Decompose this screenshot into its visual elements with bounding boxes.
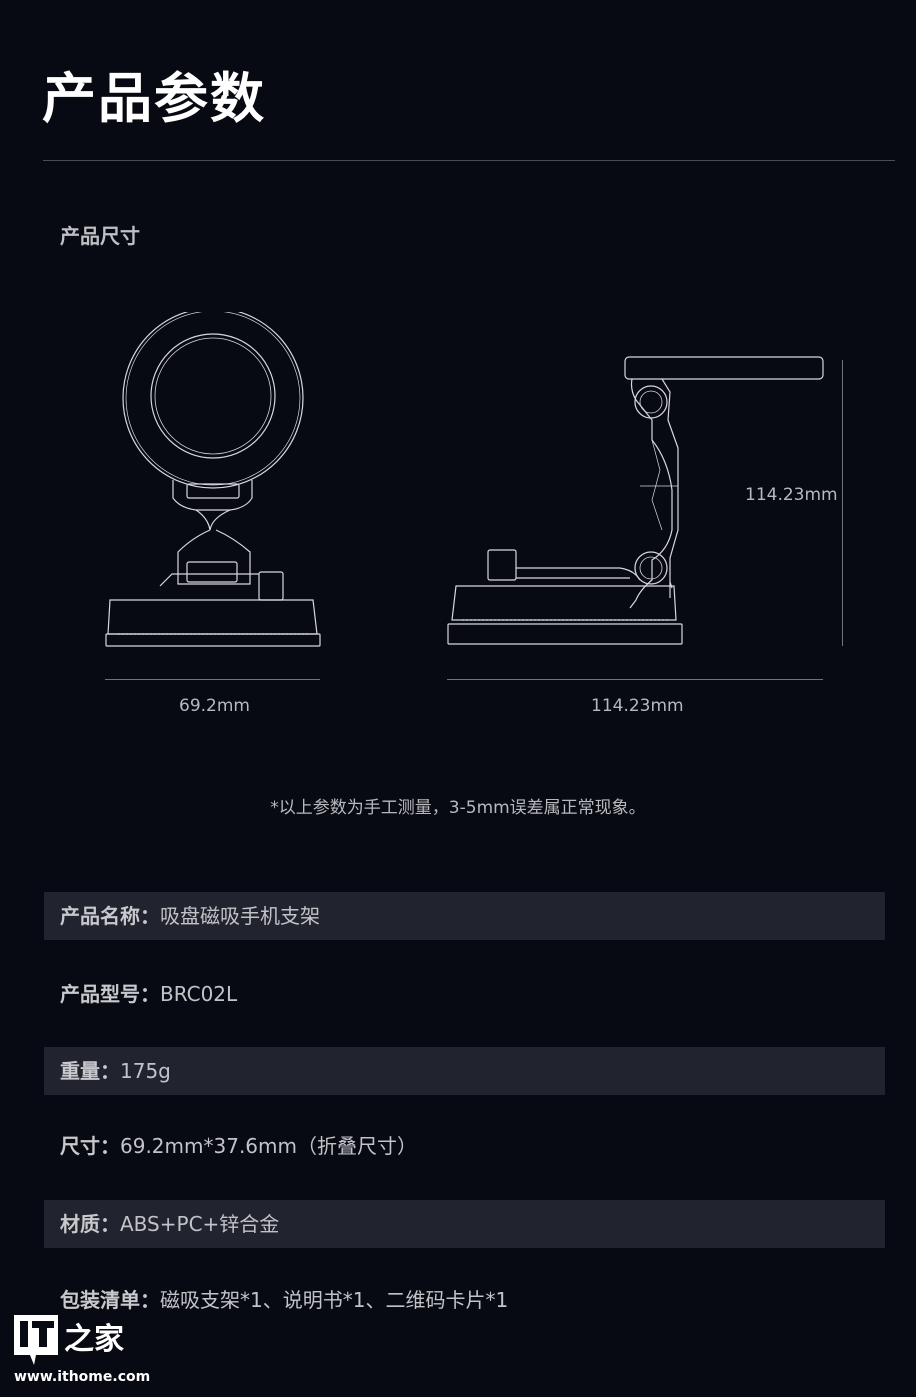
spec-row-material: 材质： ABS+PC+锌合金: [44, 1200, 885, 1248]
spec-value: 175g: [120, 1059, 171, 1083]
front-width-dimension-line: [105, 679, 320, 680]
spec-value: 吸盘磁吸手机支架: [160, 904, 320, 928]
title-divider: [43, 160, 895, 161]
spec-label: 产品型号：: [60, 982, 160, 1006]
side-width-label: 114.23mm: [591, 696, 684, 716]
spec-label: 重量：: [60, 1059, 120, 1083]
spec-row-weight: 重量： 175g: [44, 1047, 885, 1095]
front-view-diagram: [105, 312, 321, 647]
spec-row-size: 尺寸： 69.2mm*37.6mm（折叠尺寸）: [44, 1122, 885, 1170]
svg-text:之家: 之家: [64, 1322, 124, 1357]
spec-row-model: 产品型号： BRC02L: [44, 970, 885, 1018]
spec-value: BRC02L: [160, 982, 238, 1006]
front-width-label: 69.2mm: [179, 696, 250, 716]
side-height-label: 114.23mm: [745, 485, 838, 505]
measurement-note: *以上参数为手工测量，3-5mm误差属正常现象。: [270, 798, 646, 818]
watermark-url: www.ithome.com: [14, 1369, 151, 1385]
spec-value: ABS+PC+锌合金: [120, 1212, 280, 1236]
spec-row-product-name: 产品名称： 吸盘磁吸手机支架: [44, 892, 885, 940]
spec-value: 磁吸支架*1、说明书*1、二维码卡片*1: [160, 1288, 509, 1312]
spec-value: 69.2mm*37.6mm（折叠尺寸）: [120, 1134, 417, 1158]
spec-row-package: 包装清单： 磁吸支架*1、说明书*1、二维码卡片*1: [44, 1276, 885, 1324]
section-title-dimensions: 产品尺寸: [60, 224, 140, 248]
spec-label: 材质：: [60, 1212, 120, 1236]
spec-label: 尺寸：: [60, 1134, 120, 1158]
side-width-dimension-line: [447, 679, 823, 680]
spec-label: 产品名称：: [60, 904, 160, 928]
side-view-diagram: [447, 356, 824, 645]
page-title: 产品参数: [42, 67, 266, 130]
side-height-dimension-line: [842, 360, 843, 646]
ithome-logo-icon: 之家: [14, 1315, 124, 1365]
spec-label: 包装清单：: [60, 1288, 160, 1312]
